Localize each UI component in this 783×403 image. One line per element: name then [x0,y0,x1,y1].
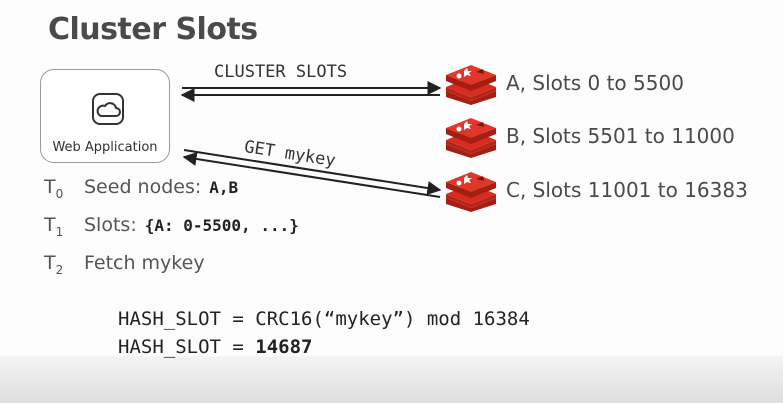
step-t1-text: Slots: [84,214,137,236]
arrow-request-get-mykey [183,149,442,195]
bottom-band [0,356,783,403]
web-application-box: Web Application [40,69,170,163]
node-a-label: A, Slots 0 to 5500 [506,71,684,95]
node-b-label: B, Slots 5501 to 11000 [506,124,735,148]
node-c-label: C, Slots 11001 to 16383 [506,178,748,202]
step-t1-code: {A: 0-5500, ...} [144,216,299,235]
step-t0-code: A,B [209,178,239,197]
slide-title: Cluster Slots [48,12,258,47]
step-t2-marker: T2 [44,252,64,277]
step-t2-text: Fetch mykey [84,252,205,274]
redis-icon [446,118,496,158]
arrow-response-get-mykey [182,152,441,198]
redis-icon [446,172,496,212]
cloud-app-icon [92,93,124,125]
step-t0-text: Seed nodes: [84,176,202,198]
hash-result-prefix: HASH_SLOT = [118,336,256,358]
node-b: B, Slots 5501 to 11000 [444,114,735,158]
arrow-label-cluster-slots: CLUSTER SLOTS [214,62,348,82]
hash-result-value: 14687 [255,336,313,358]
redis-icon [446,65,496,105]
step-t2: T2 Fetch mykey [44,252,205,280]
step-t0: T0 Seed nodes: A,B [44,176,238,204]
step-t1-marker: T1 [44,214,64,239]
web-application-label: Web Application [52,140,158,155]
hash-formula-line: HASH_SLOT = CRC16(“mykey”) mod 16384 [118,308,530,330]
step-t1: T1 Slots: {A: 0-5500, ...} [44,214,299,242]
node-a: A, Slots 0 to 5500 [444,61,684,105]
step-t0-marker: T0 [44,176,64,201]
node-c: C, Slots 11001 to 16383 [444,168,748,212]
hash-result-line: HASH_SLOT = 14687 [118,336,312,358]
